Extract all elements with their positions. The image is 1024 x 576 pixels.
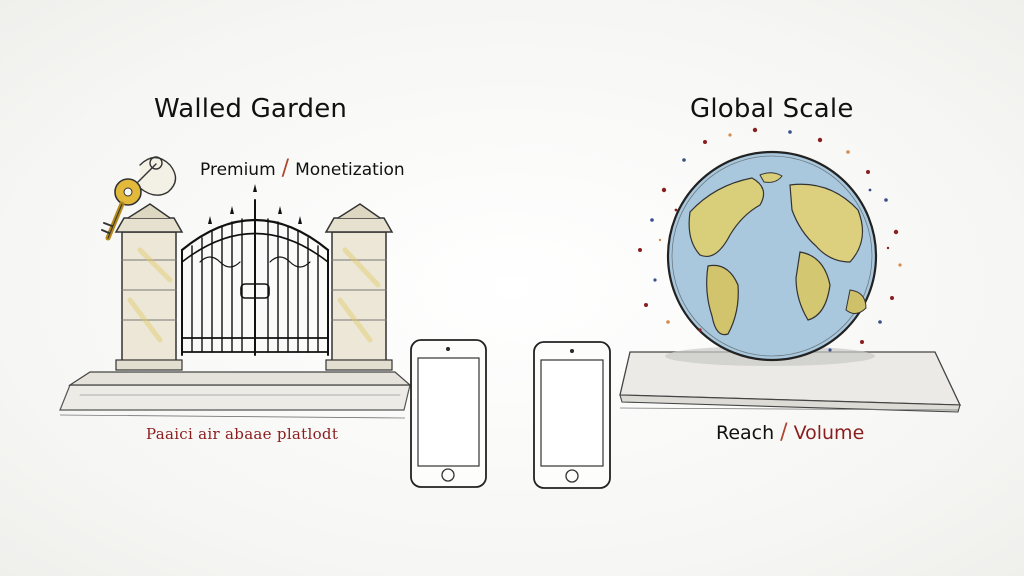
globe-icon — [619, 127, 962, 413]
phone-icon — [533, 341, 611, 489]
left-tagline-sep: / — [281, 156, 290, 181]
right-title: Global Scale — [690, 94, 854, 124]
left-note: Paaici air abaae platlodt — [146, 425, 339, 443]
gate-icon — [59, 184, 412, 411]
right-tagline-b: Volume — [793, 422, 865, 444]
right-tagline-a: Reach — [716, 422, 775, 444]
floor-lines — [59, 407, 959, 419]
right-tagline: Reach/Volume — [716, 420, 864, 445]
left-tagline-b: Monetization — [295, 160, 405, 180]
key-icon — [101, 156, 177, 241]
right-tagline-sep: / — [780, 420, 788, 445]
left-tagline: Premium/Monetization — [200, 156, 405, 181]
left-title: Walled Garden — [154, 94, 348, 124]
left-tagline-a: Premium — [200, 160, 276, 180]
phone-icon — [410, 339, 487, 488]
